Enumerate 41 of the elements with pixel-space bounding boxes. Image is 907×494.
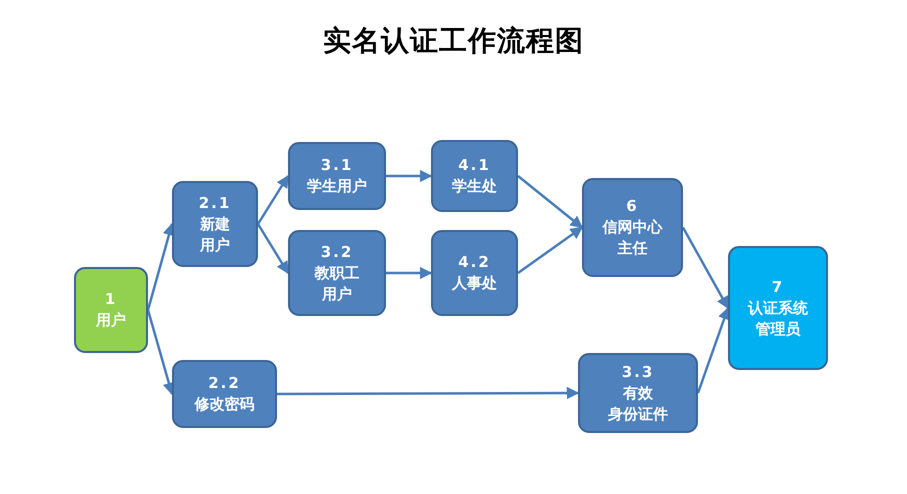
step-number: 7: [772, 276, 784, 298]
process-box: [288, 230, 386, 316]
step-label: 教职工用户: [314, 262, 360, 304]
step-number: 3.3: [622, 362, 654, 382]
step-number: 3.2: [320, 242, 354, 262]
process-box: [431, 230, 518, 316]
step-number: 2.2: [208, 373, 241, 394]
arrow: [277, 386, 580, 400]
process-box: [582, 178, 683, 277]
step-number: 3.1: [320, 155, 354, 176]
step-label: 身份证件: [608, 404, 668, 424]
step-label: 修改密码: [194, 394, 254, 415]
process-box: [288, 142, 386, 210]
arrow: [682, 226, 730, 310]
arrow: [256, 174, 290, 225]
arrow: [517, 226, 584, 274]
step-number: 6: [626, 196, 639, 217]
step-label: 有效: [623, 382, 653, 404]
step-label: 信网中心主任: [602, 217, 662, 259]
process-box: [728, 246, 828, 370]
arrow: [386, 170, 432, 182]
arrow: [256, 223, 290, 274]
diagram-title: 实名认证工作流程图: [322, 23, 585, 59]
step-label: 用户: [96, 310, 126, 331]
step-number: 2.1: [198, 192, 232, 214]
process-box: [431, 140, 518, 212]
step-label: 人事处: [452, 273, 497, 294]
process-box: [172, 360, 277, 428]
step-number: 4.1: [458, 155, 491, 176]
step-label: 新建用户: [200, 214, 230, 256]
step-number: 4.2: [458, 252, 491, 273]
process-box: [578, 353, 698, 433]
step-number: 1: [104, 289, 118, 310]
process-box: [172, 181, 258, 267]
step-label: 学生处: [452, 176, 497, 197]
arrow: [386, 266, 432, 280]
arrow: [517, 175, 583, 228]
arrow: [696, 306, 730, 394]
process-box: [74, 267, 148, 353]
step-label: 认证系统管理员: [748, 298, 808, 340]
step-label: 学生用户: [307, 176, 367, 197]
